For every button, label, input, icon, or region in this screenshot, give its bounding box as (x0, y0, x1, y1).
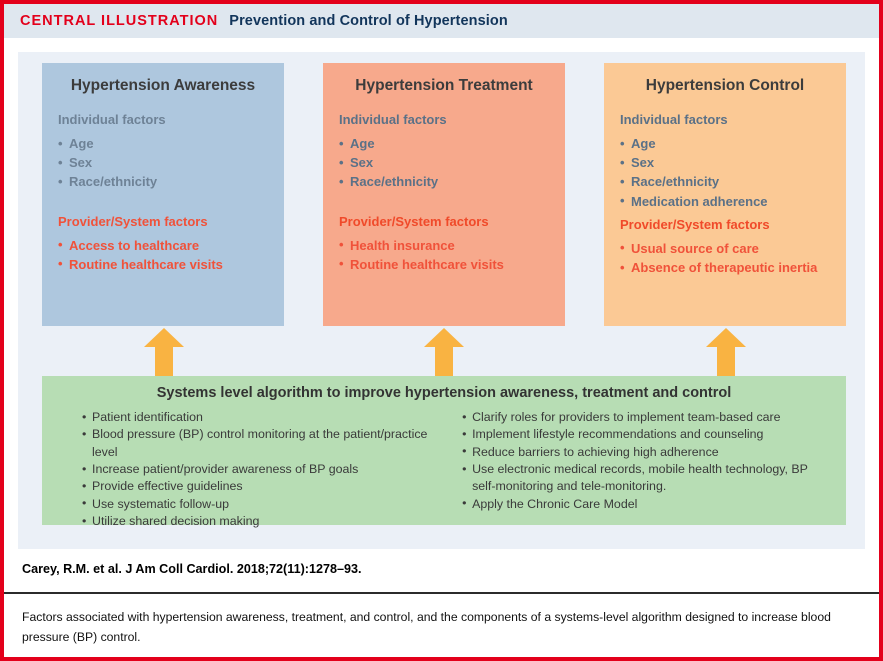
provider-factors-list-awareness: Access to healthcare Routine healthcare … (58, 235, 268, 274)
list-item: Race/ethnicity (58, 172, 268, 191)
algorithm-right-column: Clarify roles for providers to implement… (448, 408, 832, 531)
list-item: Blood pressure (BP) control monitoring a… (82, 426, 440, 461)
arrow-up-icon (706, 328, 746, 376)
provider-factors-list-control: Usual source of care Absence of therapeu… (620, 238, 830, 277)
content-panel: Hypertension Awareness Individual factor… (18, 52, 865, 549)
spacer (339, 192, 549, 214)
list-item: Utilize shared decision making (82, 513, 440, 531)
list-item: Apply the Chronic Care Model (462, 495, 832, 513)
provider-factors-heading-treatment: Provider/System factors (339, 213, 489, 229)
figure-header: CENTRAL ILLUSTRATION Prevention and Cont… (4, 4, 879, 38)
arrow-shaft (435, 345, 453, 376)
list-item: Race/ethnicity (620, 172, 830, 191)
individual-factors-list-awareness: Age Sex Race/ethnicity (58, 133, 268, 192)
panel-hypertension-awareness: Hypertension Awareness Individual factor… (42, 63, 284, 326)
provider-factors-list-treatment: Health insurance Routine healthcare visi… (339, 235, 549, 274)
arrow-up-icon (424, 328, 464, 376)
individual-factors-list-treatment: Age Sex Race/ethnicity (339, 133, 549, 192)
central-illustration-label: CENTRAL ILLUSTRATION (20, 13, 219, 29)
citation-text: Carey, R.M. et al. J Am Coll Cardiol. 20… (22, 562, 362, 576)
list-item: Provide effective guidelines (82, 478, 440, 496)
panel-title-control: Hypertension Control (645, 77, 805, 94)
list-item: Routine healthcare visits (339, 254, 549, 274)
algorithm-title: Systems level algorithm to improve hyper… (156, 385, 732, 401)
list-item: Health insurance (339, 235, 549, 255)
list-item: Absence of therapeutic inertia (620, 258, 830, 277)
arrow-shaft (155, 345, 173, 376)
individual-factors-heading-awareness: Individual factors (58, 112, 166, 127)
list-item: Sex (58, 153, 268, 172)
figure-title: Prevention and Control of Hypertension (229, 13, 508, 29)
panel-hypertension-treatment: Hypertension Treatment Individual factor… (323, 63, 565, 326)
list-item: Sex (620, 153, 830, 172)
provider-factors-heading-control: Provider/System factors (620, 216, 770, 232)
list-item: Usual source of care (620, 238, 830, 258)
list-item: Implement lifestyle recommendations and … (462, 426, 832, 444)
list-item: Use electronic medical records, mobile h… (462, 461, 832, 496)
divider (4, 592, 879, 594)
list-item: Race/ethnicity (339, 172, 549, 191)
list-item: Sex (339, 153, 549, 172)
algorithm-left-column: Patient identification Blood pressure (B… (56, 408, 440, 531)
algorithm-left-list: Patient identification Blood pressure (B… (82, 408, 440, 531)
list-item: Age (620, 133, 830, 153)
provider-factors-heading-awareness: Provider/System factors (58, 213, 208, 229)
individual-factors-list-control: Age Sex Race/ethnicity Medication adhere… (620, 133, 830, 211)
algorithm-columns: Patient identification Blood pressure (B… (56, 408, 832, 531)
systems-level-algorithm-box: Systems level algorithm to improve hyper… (42, 376, 846, 530)
figure-caption: Factors associated with hypertension awa… (22, 610, 831, 644)
panel-title-treatment: Hypertension Treatment (355, 77, 533, 94)
individual-factors-heading-control: Individual factors (620, 112, 728, 127)
arrow-head (144, 328, 184, 347)
list-item: Routine healthcare visits (58, 254, 268, 274)
list-item: Medication adherence (620, 191, 830, 211)
arrow-up-icon (144, 328, 184, 376)
list-item: Clarify roles for providers to implement… (462, 408, 832, 426)
list-item: Age (58, 133, 268, 153)
individual-factors-heading-treatment: Individual factors (339, 112, 447, 127)
list-item: Age (339, 133, 549, 153)
arrow-head (424, 328, 464, 347)
panel-hypertension-control: Hypertension Control Individual factors … (604, 63, 846, 326)
list-item: Access to healthcare (58, 235, 268, 255)
list-item: Reduce barriers to achieving high adhere… (462, 443, 832, 461)
list-item: Use systematic follow-up (82, 495, 440, 513)
spacer (58, 192, 268, 214)
panel-title-awareness: Hypertension Awareness (70, 77, 256, 94)
arrow-head (706, 328, 746, 347)
list-item: Increase patient/provider awareness of B… (82, 461, 440, 479)
list-item: Patient identification (82, 408, 440, 426)
arrow-shaft (717, 345, 735, 376)
algorithm-right-list: Clarify roles for providers to implement… (462, 408, 832, 513)
